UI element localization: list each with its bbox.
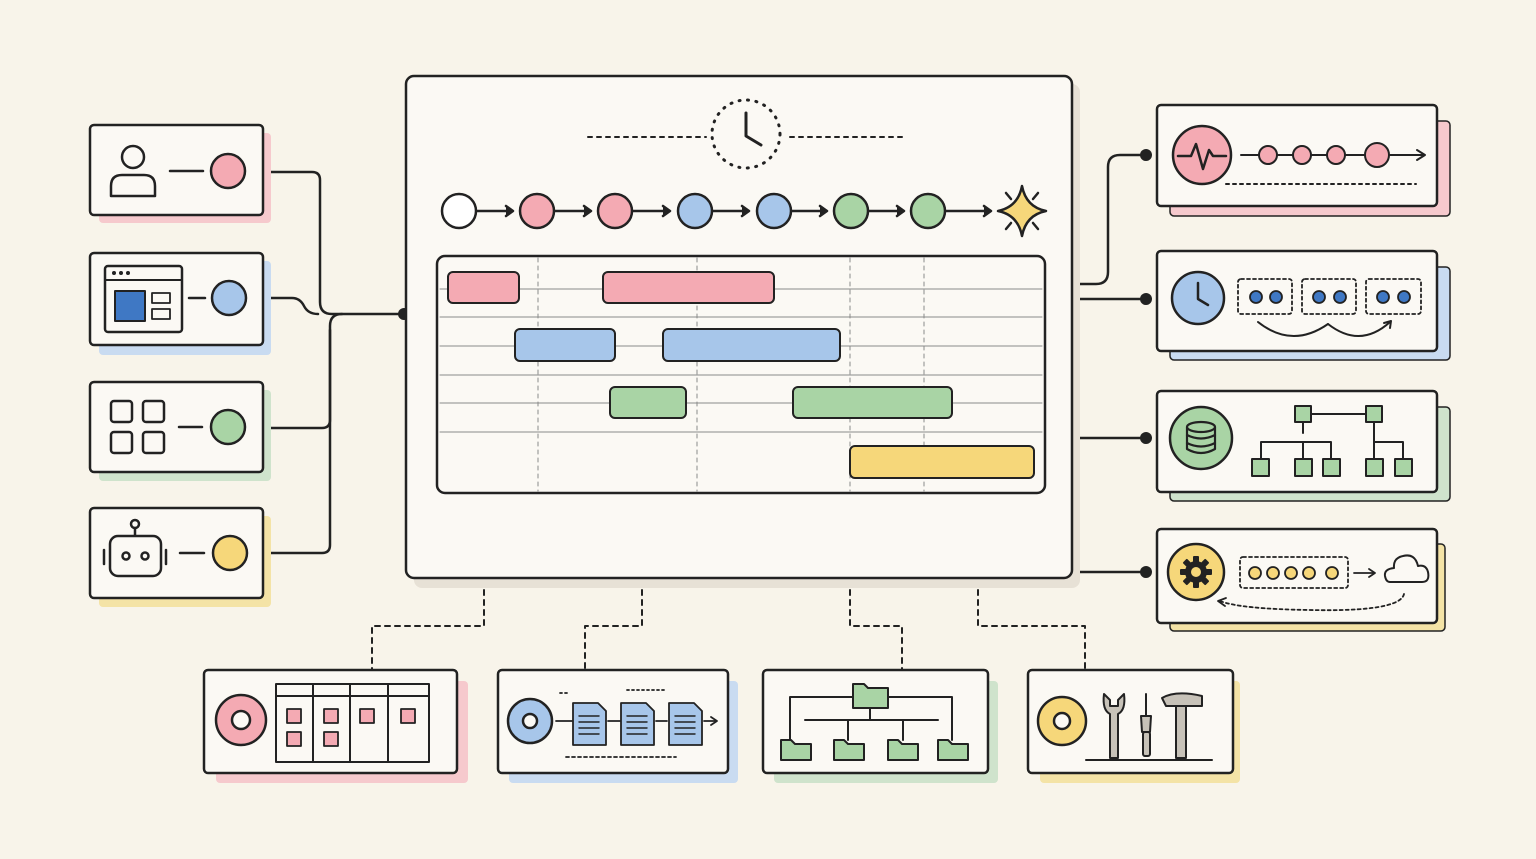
hierarchy-tree-icon [1251, 405, 1413, 477]
task-bar-green[interactable] [609, 386, 687, 419]
pipeline-stage [440, 192, 478, 230]
target-icon [1036, 695, 1088, 747]
left-connectors [261, 170, 406, 555]
app-grid-icon [109, 399, 166, 455]
timeline-bars [447, 271, 1035, 479]
task-bar-pink[interactable] [602, 271, 775, 304]
kanban-board-icon [275, 683, 430, 763]
input-card-browser[interactable] [88, 251, 271, 355]
task-bar-yellow[interactable] [849, 445, 1035, 479]
status-dot-blue [210, 279, 248, 317]
input-card-user[interactable] [88, 123, 271, 223]
task-bar-green[interactable] [792, 386, 953, 419]
output-card-scheduler[interactable] [1155, 249, 1451, 361]
right-connectors [1068, 153, 1148, 574]
folder-tree-icon [780, 683, 969, 761]
left-input-cards [88, 123, 271, 607]
timeline-chart [435, 254, 1047, 495]
input-card-apps[interactable] [88, 380, 271, 481]
documents-icon [555, 689, 718, 758]
bottom-connectors [371, 579, 1086, 671]
status-dot-yellow [211, 534, 249, 572]
pipeline-arrows [475, 204, 993, 218]
task-bar-pink[interactable] [447, 271, 520, 304]
pipeline-stage [755, 192, 793, 230]
pipeline-stage [596, 192, 634, 230]
module-card-documents[interactable] [496, 668, 738, 783]
queued-jobs [1237, 278, 1422, 337]
module-card-kanban[interactable] [202, 668, 468, 783]
heartbeat-icon [1171, 124, 1233, 186]
cloud-icon [1383, 554, 1430, 583]
sparkle-icon [996, 184, 1048, 238]
input-card-robot[interactable] [88, 506, 271, 607]
pipeline-stage [832, 192, 870, 230]
status-dot-pink [209, 152, 247, 190]
module-card-folders[interactable] [761, 668, 998, 783]
pipeline-stage [676, 192, 714, 230]
event-sequence [1225, 142, 1426, 185]
browser-window-icon [103, 264, 184, 334]
bottom-module-cards [202, 668, 1240, 783]
database-icon [1168, 405, 1234, 471]
right-output-cards [1155, 103, 1451, 632]
pipeline [440, 184, 1048, 238]
task-bar-blue[interactable] [514, 328, 616, 362]
target-icon [506, 697, 554, 745]
deploy-queue [1217, 554, 1430, 612]
clock-icon [1170, 270, 1226, 326]
pipeline-stage [518, 192, 556, 230]
pipeline-stage [909, 192, 947, 230]
module-card-tools[interactable] [1026, 668, 1240, 783]
output-card-deploy[interactable] [1155, 527, 1446, 632]
panel-header [587, 98, 907, 170]
status-dot-green [209, 408, 247, 446]
gear-icon [1166, 542, 1226, 602]
user-icon [109, 144, 157, 198]
tools-icon [1085, 692, 1213, 761]
clock-icon [710, 98, 782, 170]
output-card-monitoring[interactable] [1155, 103, 1451, 217]
task-bar-blue[interactable] [662, 328, 841, 362]
robot-icon [102, 518, 168, 578]
target-icon [214, 693, 268, 747]
output-card-database[interactable] [1155, 389, 1451, 502]
central-panel [404, 74, 1080, 588]
